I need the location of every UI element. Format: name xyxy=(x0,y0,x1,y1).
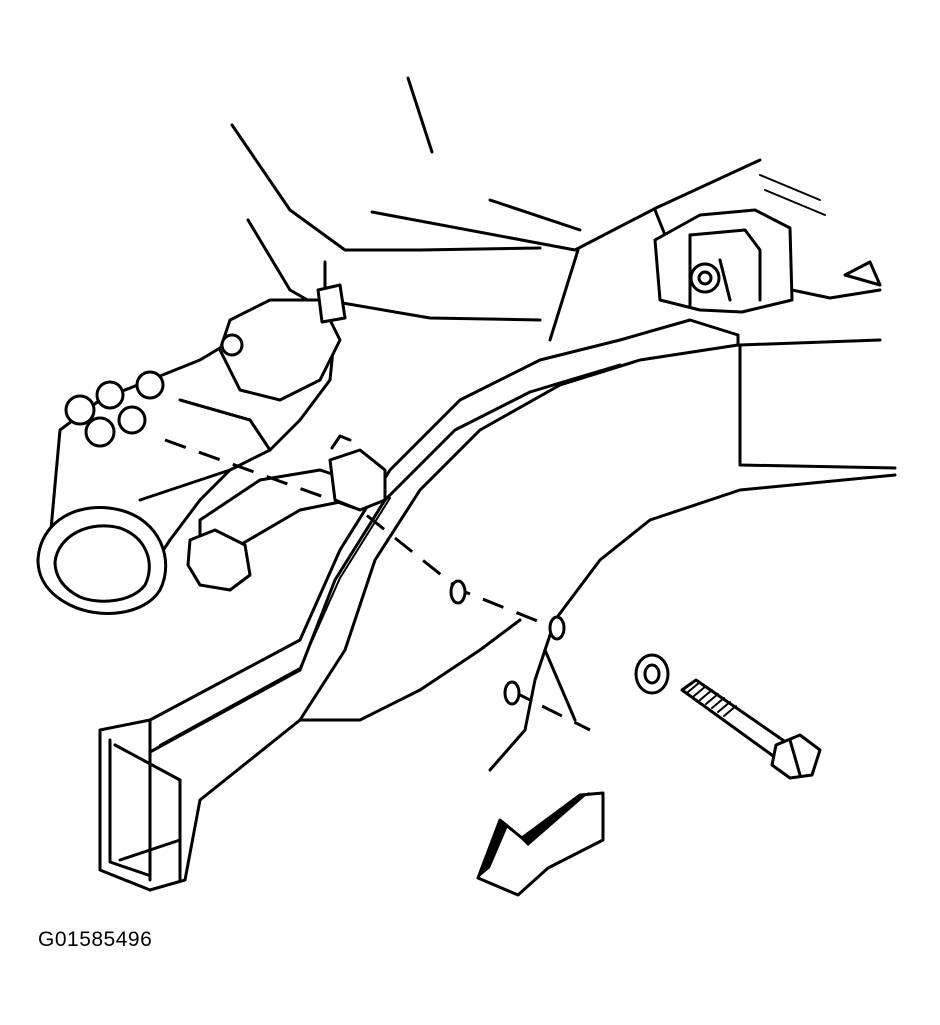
front-direction-arrow xyxy=(476,791,605,897)
bolt-alignment-lines xyxy=(164,438,591,732)
mounting-holes xyxy=(449,579,566,706)
washer xyxy=(634,653,670,695)
pitman-arm xyxy=(186,434,387,592)
steering-gear-box xyxy=(36,283,347,615)
engine-mount-bracket xyxy=(653,208,882,314)
mounting-bolt xyxy=(680,678,822,780)
vehicle-body-outline xyxy=(230,76,897,772)
figure-id-label: G01585496 xyxy=(38,928,153,951)
